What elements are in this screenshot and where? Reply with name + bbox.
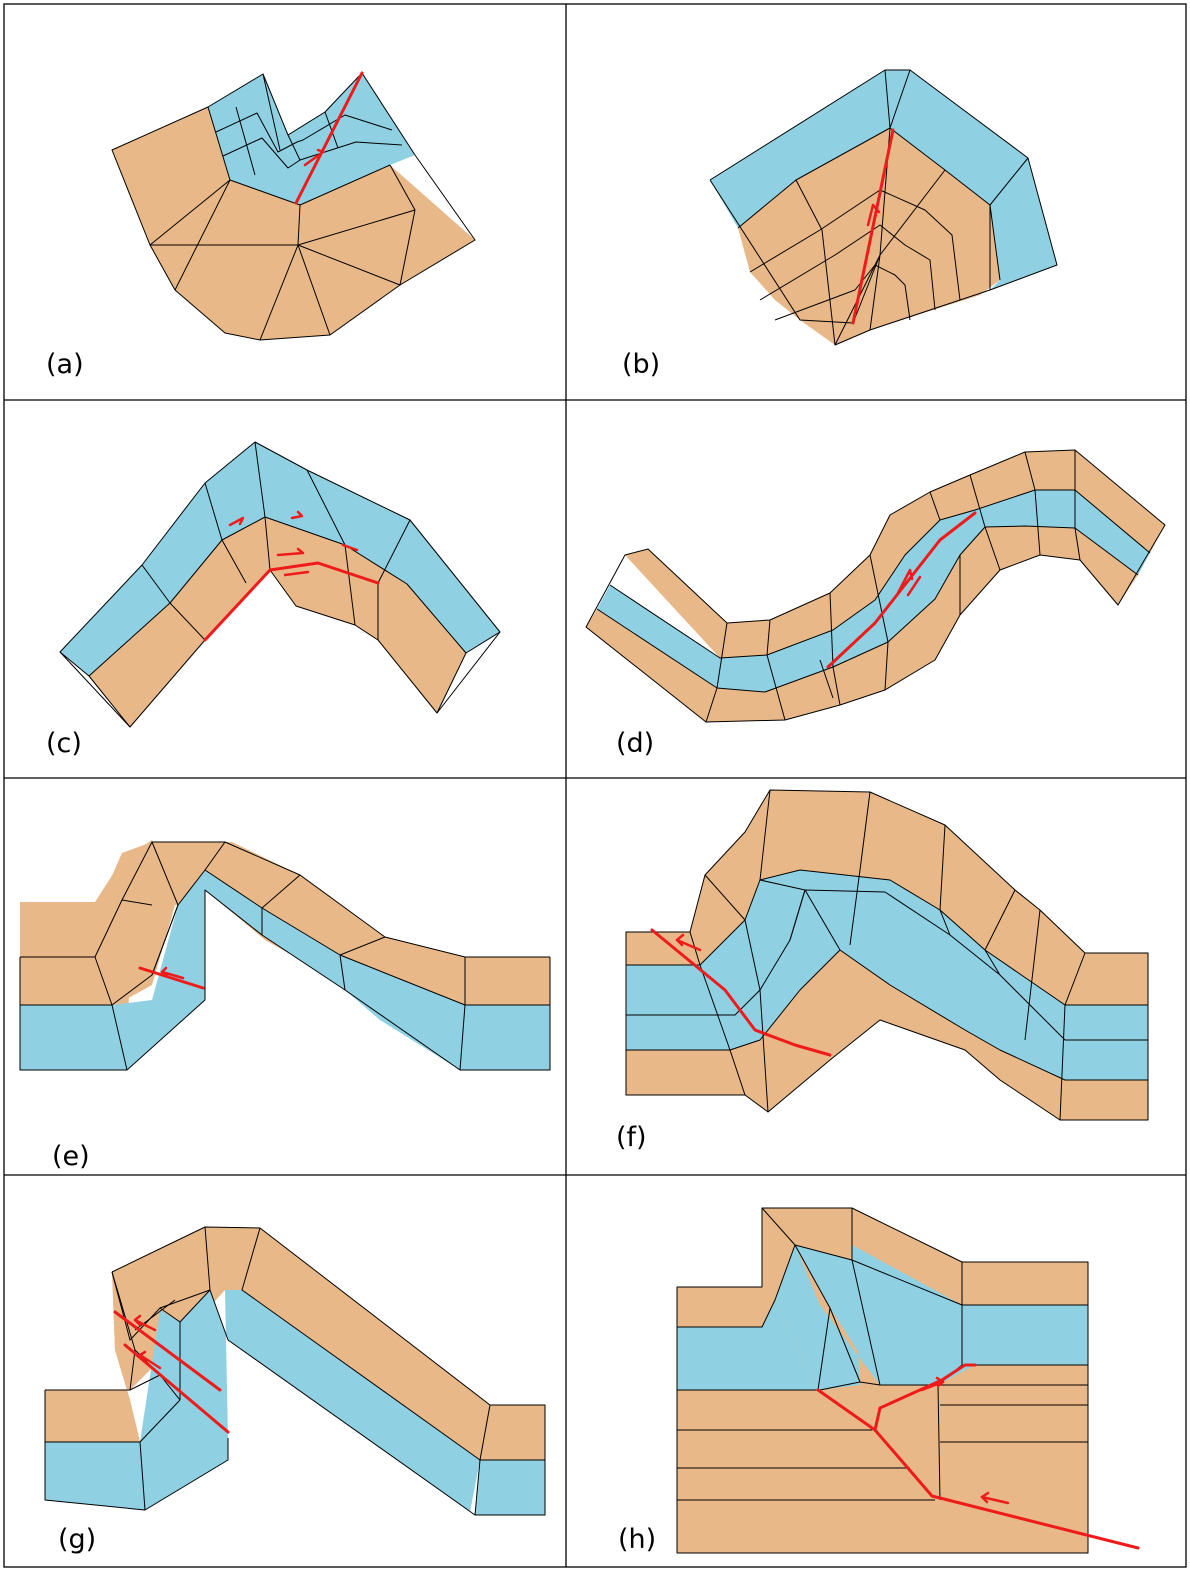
panel-label: (c) (46, 728, 82, 759)
panel-a: (a) (46, 71, 476, 380)
panel-b: (b) (622, 69, 1058, 380)
panel-label: (g) (58, 1524, 96, 1555)
panel-label: (h) (618, 1524, 656, 1555)
panel-grid (3, 3, 1187, 1568)
panel-label: (d) (616, 728, 654, 759)
panel-h: (h) (618, 1207, 1140, 1555)
panel-g: (g) (44, 1226, 546, 1555)
panel-label: (a) (46, 349, 84, 380)
panel-c: (c) (46, 441, 501, 759)
panel-e: (e) (19, 840, 551, 1172)
panel-label: (f) (616, 1122, 647, 1153)
panel-f: (f) (616, 789, 1149, 1153)
panel-label: (e) (52, 1141, 90, 1172)
panel-d: (d) (585, 449, 1166, 759)
panel-label: (b) (622, 349, 660, 380)
